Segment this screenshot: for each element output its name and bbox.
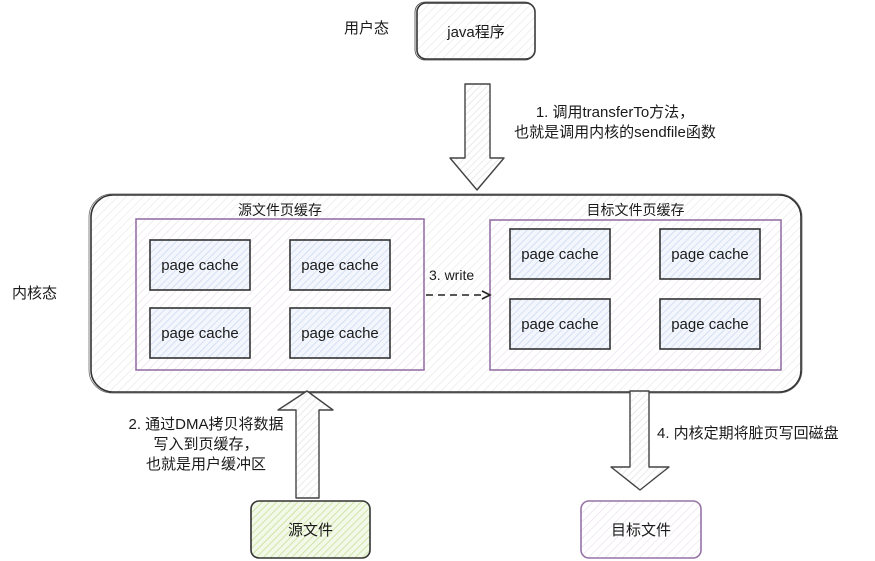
page-cache-box[interactable] <box>509 228 611 280</box>
step1-label: 1. 调用transferTo方法， 也就是调用内核的sendfile函数 <box>500 103 730 143</box>
step4-label: 4. 内核定期将脏页写回磁盘 <box>657 425 839 442</box>
step2-line1: 2. 通过DMA拷贝将数据 <box>128 416 284 433</box>
arrow-step3 <box>426 290 492 300</box>
target-page-cache-title: 目标文件页缓存 <box>586 202 685 218</box>
java-program-box[interactable] <box>414 1 536 61</box>
page-cache-label: page cache <box>521 245 599 263</box>
page-cache-box[interactable] <box>149 239 251 291</box>
step2-line2: 写入到页缓存， <box>153 436 259 453</box>
step3-label: 3. write <box>429 267 475 283</box>
page-cache-label: page cache <box>161 256 239 274</box>
step2-line3: 也就是用户缓冲区 <box>145 456 266 473</box>
target-file-label: 目标文件 <box>610 522 671 539</box>
page-cache-box[interactable] <box>289 239 391 291</box>
user-mode-label: 用户态 <box>344 20 390 37</box>
source-page-cache-title: 源文件页缓存 <box>238 202 322 218</box>
page-cache-label: page cache <box>161 324 239 342</box>
page-cache-label: page cache <box>301 324 379 342</box>
step2-label: 2. 通过DMA拷贝将数据 写入到页缓存， 也就是用户缓冲区 <box>118 415 294 475</box>
arrow-step1 <box>449 83 505 191</box>
page-cache-box[interactable] <box>659 298 761 350</box>
page-cache-label: page cache <box>671 245 749 263</box>
step1-line2: 也就是调用内核的sendfile函数 <box>514 124 716 141</box>
step1-line1: 1. 调用transferTo方法， <box>535 104 695 121</box>
kernel-mode-label: 内核态 <box>12 285 58 302</box>
page-cache-label: page cache <box>521 315 599 333</box>
page-cache-box[interactable] <box>509 298 611 350</box>
arrow-step2 <box>277 390 334 499</box>
page-cache-label: page cache <box>301 256 379 274</box>
source-file-label: 源文件 <box>287 522 333 539</box>
arrow-step4 <box>610 390 670 491</box>
java-program-label: java程序 <box>447 23 505 41</box>
page-cache-label: page cache <box>671 315 749 333</box>
source-file-box[interactable] <box>250 500 371 559</box>
page-cache-box[interactable] <box>659 228 761 280</box>
page-cache-box[interactable] <box>289 307 391 359</box>
target-file-box[interactable] <box>580 500 702 559</box>
page-cache-box[interactable] <box>149 307 251 359</box>
